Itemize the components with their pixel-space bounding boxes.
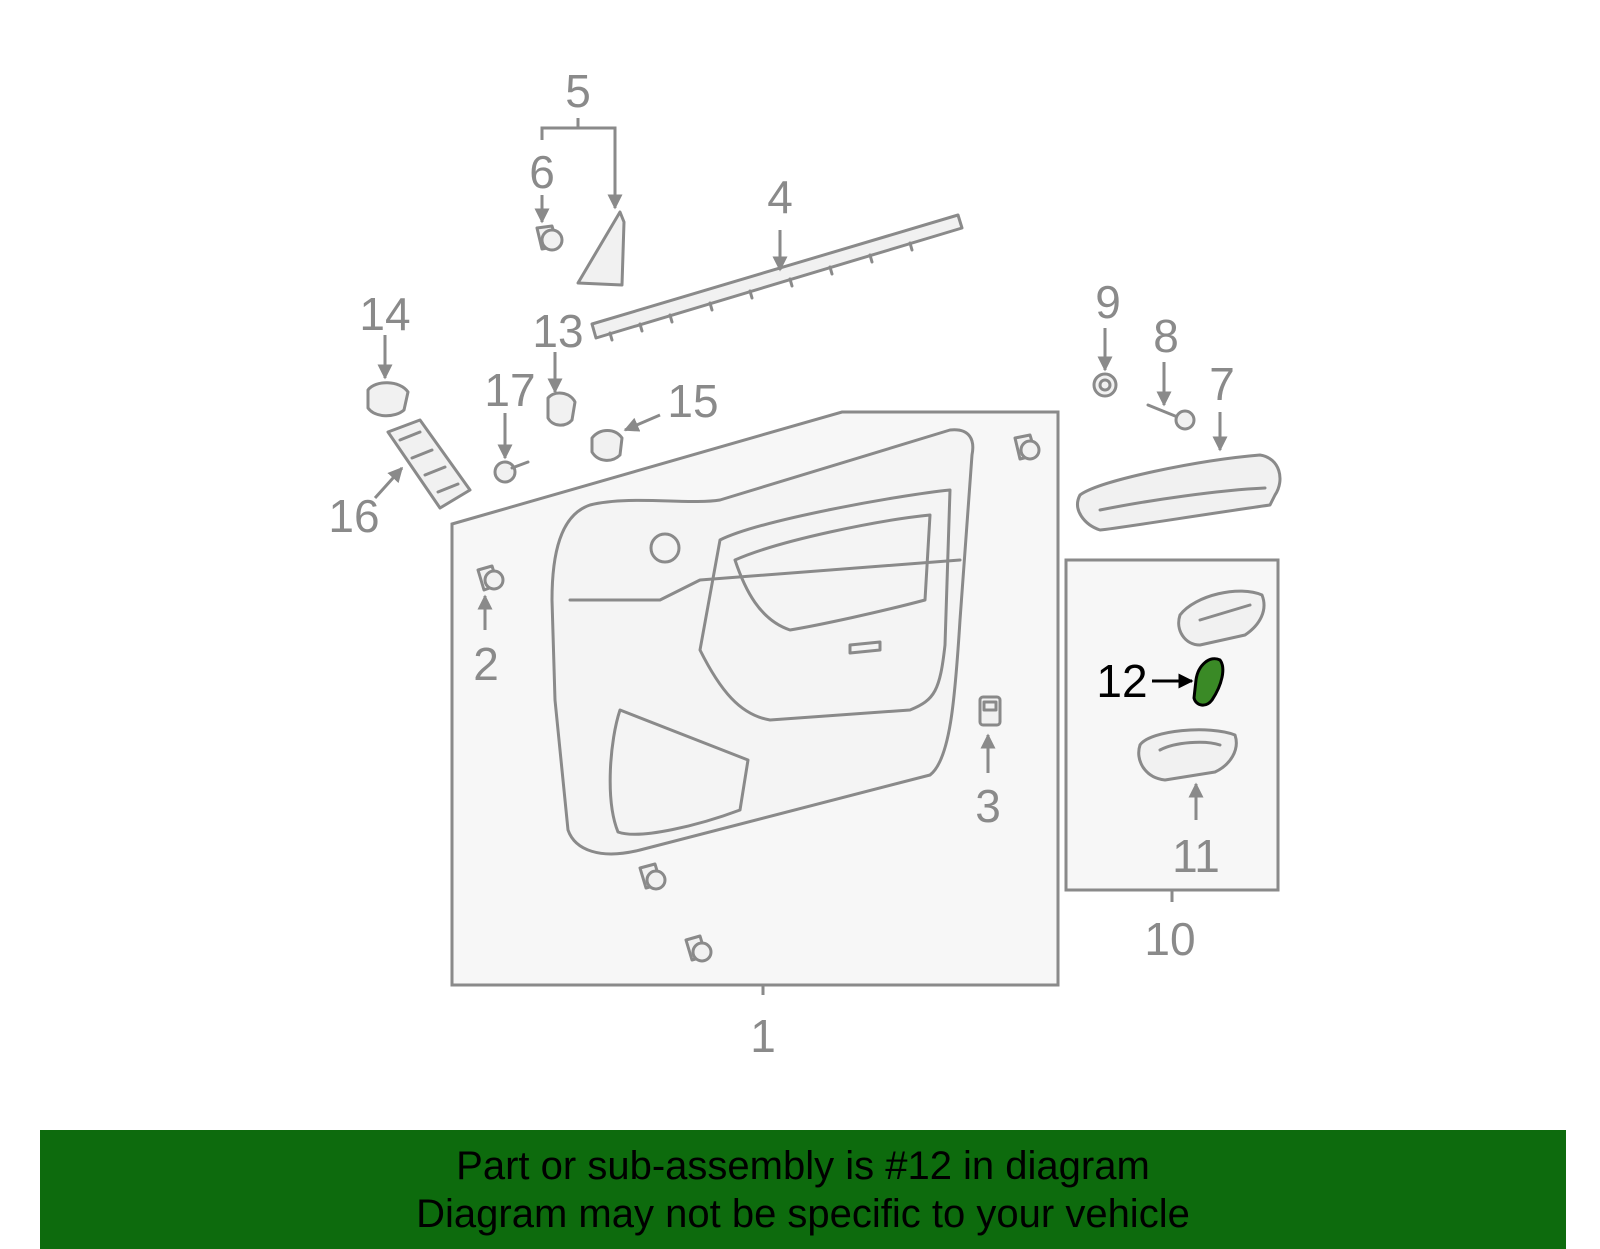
window-switch-part-16[interactable] xyxy=(386,418,472,510)
small-switch-part-3[interactable] xyxy=(978,695,1002,727)
clip-part-9[interactable] xyxy=(1092,372,1118,398)
callout-7: 7 xyxy=(1209,358,1235,410)
callout-3: 3 xyxy=(975,780,1001,832)
belt-moulding-part-4[interactable] xyxy=(590,213,964,342)
callout-14: 14 xyxy=(359,288,410,340)
clip-bottom[interactable] xyxy=(684,934,713,963)
highlighted-part-12[interactable] xyxy=(1192,657,1225,707)
clip-part-15[interactable] xyxy=(590,429,624,462)
callout-2: 2 xyxy=(473,638,499,690)
clip-part-6[interactable] xyxy=(535,224,564,252)
callout-10: 10 xyxy=(1144,913,1195,965)
callout-11: 11 xyxy=(1172,830,1220,882)
callout-9: 9 xyxy=(1095,276,1121,328)
callout-1: 1 xyxy=(750,1010,776,1062)
leader-lines xyxy=(373,118,1228,995)
handle-bezel-part-11[interactable] xyxy=(1137,728,1238,782)
callout-8: 8 xyxy=(1153,310,1179,362)
callout-6: 6 xyxy=(529,146,555,198)
parts-diagram: 1 2 3 4 5 6 7 8 9 10 11 12 13 14 15 16 1… xyxy=(328,65,1282,1062)
clip-bottom-left[interactable] xyxy=(638,862,667,891)
screw-part-17[interactable] xyxy=(493,460,530,484)
callout-15: 15 xyxy=(667,375,718,427)
callout-17: 17 xyxy=(484,364,535,416)
callout-5: 5 xyxy=(565,65,591,117)
corner-trim-part-5[interactable] xyxy=(576,210,626,287)
banner-line-2: Diagram may not be specific to your vehi… xyxy=(416,1192,1190,1236)
clip-part-2[interactable] xyxy=(476,564,505,592)
clip-part-13[interactable] xyxy=(546,391,577,427)
callout-12: 12 xyxy=(1096,655,1147,707)
banner-line-1: Part or sub-assembly is #12 in diagram xyxy=(456,1144,1150,1188)
callout-13: 13 xyxy=(532,305,583,357)
callout-16: 16 xyxy=(328,490,379,542)
info-banner: Part or sub-assembly is #12 in diagram D… xyxy=(40,1130,1566,1249)
screw-part-8[interactable] xyxy=(1146,403,1196,431)
callout-4: 4 xyxy=(767,171,793,223)
door-trim-panel[interactable] xyxy=(550,428,975,856)
clip-upper-right[interactable] xyxy=(1013,433,1041,461)
inside-handle[interactable] xyxy=(1177,589,1266,647)
armrest-part-7[interactable] xyxy=(1076,453,1282,532)
cap-part-14[interactable] xyxy=(366,381,410,418)
